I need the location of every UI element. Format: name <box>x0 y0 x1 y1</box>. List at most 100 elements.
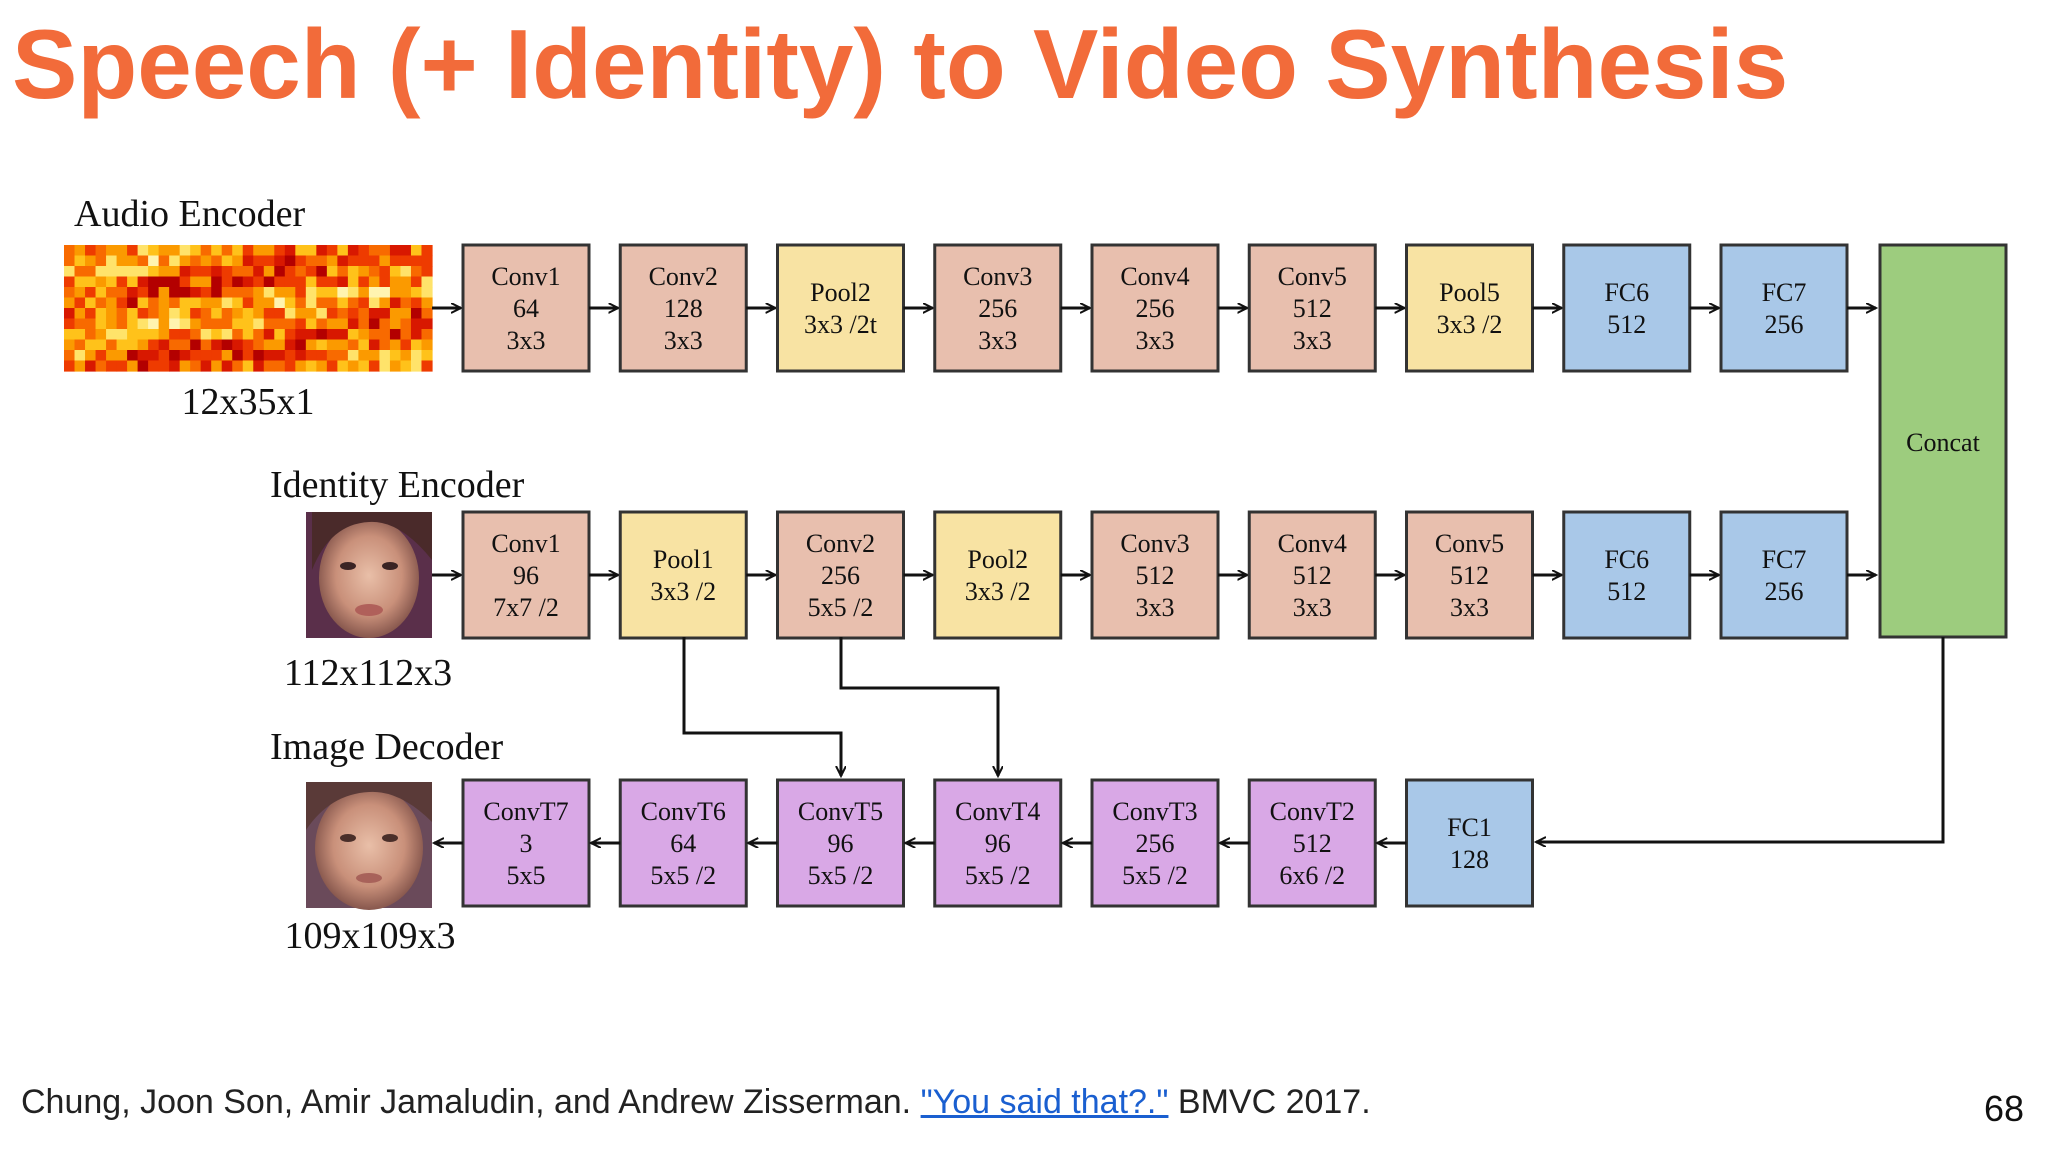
identity_encoder-layer-4: Pool2 3x3 /2 <box>933 510 1063 640</box>
image-decoder-layer-6-text-0: ConvT2 <box>1270 797 1355 826</box>
skip-conv2-to-convt4 <box>839 637 998 776</box>
concat-label: Concat <box>1906 428 1980 457</box>
audio_encoder-layer-9-box <box>1719 243 1849 373</box>
image-decoder-layer-5-text-1: 256 <box>1136 829 1175 858</box>
audio_encoder-layer-6-text-0: Conv5 <box>1278 262 1347 291</box>
identity_encoder-layer-7-text-0: Conv5 <box>1435 529 1504 558</box>
identity_encoder-layer-2-text-0: Pool1 <box>653 545 714 574</box>
audio_encoder-layer-1-text-0: Conv1 <box>491 262 560 291</box>
audio_encoder-layer-3-box <box>776 243 905 373</box>
identity_encoder-layer-5-text-1: 512 <box>1136 561 1175 590</box>
image-decoder-layer-1-text-1: 3 <box>520 829 533 858</box>
identity_encoder-layer-4-text-1: 3x3 /2 <box>965 577 1031 606</box>
identity_encoder-layer-9-text-0: FC7 <box>1762 545 1807 574</box>
identity_encoder-layer-6-text-1: 512 <box>1293 561 1332 590</box>
audio_encoder-layer-5-box <box>1090 243 1220 373</box>
audio_encoder-layer-8-text-0: FC6 <box>1604 278 1649 307</box>
audio_encoder-layer-5-text-2: 3x3 <box>1136 326 1175 355</box>
audio_encoder-layer-2-text-1: 128 <box>664 294 703 323</box>
image-decoder-layer-5-box <box>1090 778 1220 908</box>
image-decoder-layer-6-text-1: 512 <box>1293 829 1332 858</box>
identity_encoder-layer-7-text-2: 3x3 <box>1450 593 1489 622</box>
identity_encoder-layer-6-text-2: 3x3 <box>1293 593 1332 622</box>
identity_encoder-layer-8-text-0: FC6 <box>1604 545 1649 574</box>
paper-link[interactable]: "You said that?." <box>920 1083 1169 1121</box>
audio_encoder-layer-2-text-0: Conv2 <box>649 262 718 291</box>
audio-encoder-layers: Conv1 64 3x3 Conv2 128 3x3 Pool2 3x3 /2t Conv3 25… <box>432 243 1876 373</box>
identity_encoder-layer-2-box <box>618 510 748 640</box>
audio_encoder-layer-6: Conv5 512 3x3 <box>1247 243 1377 373</box>
audio_encoder-layer-9-text-0: FC7 <box>1762 278 1807 307</box>
image-decoder-layer-7-text-1: 128 <box>1450 845 1489 874</box>
identity_encoder-layer-3-text-0: Conv2 <box>806 529 875 558</box>
image-decoder-layer-1-box <box>461 778 591 908</box>
image-decoder-layer-1-text-2: 5x5 <box>507 861 546 890</box>
image-decoder-layer-3-text-0: ConvT5 <box>798 797 883 826</box>
audio_encoder-layer-1: Conv1 64 3x3 <box>461 243 591 373</box>
image-decoder-layer-2-box <box>618 778 748 908</box>
audio_encoder-layer-3-text-0: Pool2 <box>810 278 871 307</box>
audio_encoder-layer-6-text-2: 3x3 <box>1293 326 1332 355</box>
decoder-output-face-image <box>306 782 432 910</box>
audio_encoder-layer-1-text-1: 64 <box>513 294 539 323</box>
audio_encoder-layer-3: Pool2 3x3 /2t <box>776 243 905 373</box>
audio_encoder-layer-4-text-1: 256 <box>978 294 1017 323</box>
audio_encoder-layer-4-text-2: 3x3 <box>978 326 1017 355</box>
identity_encoder-layer-3-box <box>776 510 905 640</box>
image-decoder-layer-4-text-1: 96 <box>985 829 1011 858</box>
image-decoder-layer-6-box <box>1247 778 1377 908</box>
audio_encoder-layer-5-text-0: Conv4 <box>1120 262 1189 291</box>
citation-venue: BMVC 2017. <box>1177 1083 1371 1121</box>
audio_encoder-layer-8-box <box>1562 243 1692 373</box>
identity-face-image <box>306 512 432 638</box>
identity-input-size: 112x112x3 <box>284 652 452 694</box>
identity_encoder-layer-5-text-2: 3x3 <box>1136 593 1175 622</box>
identity_encoder-layer-1-text-1: 96 <box>513 561 539 590</box>
audio_encoder-layer-9-text-1: 256 <box>1765 310 1804 339</box>
concat-block: Concat <box>1878 243 2008 639</box>
audio_encoder-layer-4-text-0: Conv3 <box>963 262 1032 291</box>
image-decoder-layer-3-box <box>776 778 905 908</box>
identity_encoder-layer-2-text-1: 3x3 /2 <box>650 577 716 606</box>
citation-authors: Chung, Joon Son, Amir Jamaludin, and And… <box>21 1083 912 1121</box>
image-decoder-layer-3-text-2: 5x5 /2 <box>808 861 874 890</box>
image-decoder-layer-2: ConvT6 64 5x5 /2 <box>618 778 748 908</box>
audio_encoder-layer-3-text-1: 3x3 /2t <box>804 310 878 339</box>
audio-encoder-label: Audio Encoder <box>74 193 305 235</box>
identity-encoder-label: Identity Encoder <box>270 464 525 506</box>
identity_encoder-layer-4-box <box>933 510 1063 640</box>
image-decoder-layer-2-text-0: ConvT6 <box>641 797 726 826</box>
audio-spectrogram-image <box>64 245 433 372</box>
audio_encoder-layer-1-text-2: 3x3 <box>507 326 546 355</box>
image-decoder-layer-1: ConvT7 3 5x5 <box>461 778 591 908</box>
identity_encoder-layer-2: Pool1 3x3 /2 <box>618 510 748 640</box>
audio_encoder-layer-6-box <box>1247 243 1377 373</box>
citation: Chung, Joon Son, Amir Jamaludin, and And… <box>21 1083 1371 1122</box>
identity_encoder-layer-7: Conv5 512 3x3 <box>1405 510 1534 640</box>
identity_encoder-layer-8-box <box>1562 510 1692 640</box>
image-decoder-layer-2-text-1: 64 <box>670 829 696 858</box>
identity_encoder-layer-1-text-0: Conv1 <box>491 529 560 558</box>
slide-title: Speech (+ Identity) to Video Synthesis <box>12 9 1789 119</box>
identity_encoder-layer-1-text-2: 7x7 /2 <box>493 593 559 622</box>
audio-input-size: 12x35x1 <box>182 381 315 423</box>
image-decoder-layer-3-text-1: 96 <box>828 829 854 858</box>
image-decoder-layer-2-text-2: 5x5 /2 <box>650 861 716 890</box>
identity_encoder-layer-9-box <box>1719 510 1849 640</box>
identity_encoder-layer-8-text-1: 512 <box>1607 577 1646 606</box>
skip-pool1-to-convt5 <box>682 637 841 776</box>
identity_encoder-layer-4-text-0: Pool2 <box>967 545 1028 574</box>
audio_encoder-layer-5-text-1: 256 <box>1136 294 1175 323</box>
image-decoder-layer-1-text-0: ConvT7 <box>483 797 568 826</box>
identity_encoder-layer-7-text-1: 512 <box>1450 561 1489 590</box>
image-decoder-layer-6-text-2: 6x6 /2 <box>1279 861 1345 890</box>
audio_encoder-layer-6-text-1: 512 <box>1293 294 1332 323</box>
image-decoder-layer-7-text-0: FC1 <box>1447 813 1492 842</box>
audio_encoder-layer-7-box <box>1405 243 1534 373</box>
